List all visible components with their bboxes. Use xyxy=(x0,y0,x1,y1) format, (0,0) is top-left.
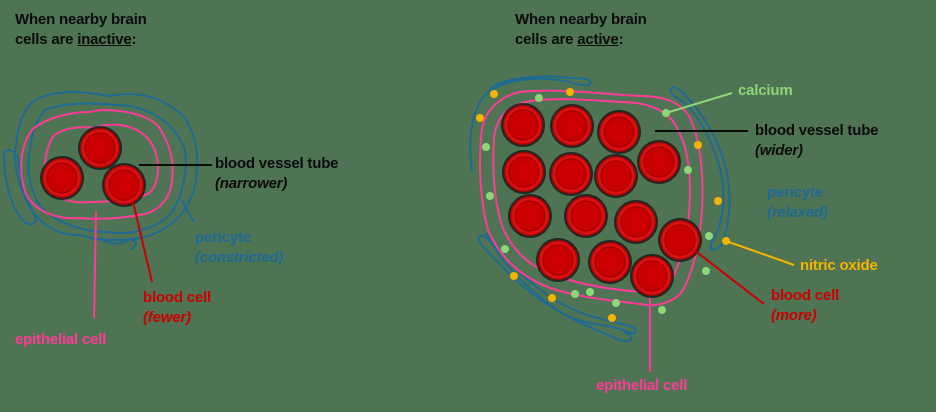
right-blood-cell-label: blood cell (more) xyxy=(771,287,840,324)
left-vessel-illustration xyxy=(2,91,212,319)
right-pericyte-label: pericyte (relaxed) xyxy=(767,184,828,221)
left-blood-cells xyxy=(39,125,147,208)
right-heading-line1: When nearby brain xyxy=(515,11,647,28)
right-vessel-state: (wider) xyxy=(755,142,803,159)
left-pericyte-outline xyxy=(2,91,199,251)
calcium-label: calcium xyxy=(738,82,793,99)
left-pericyte-label: pericyte (constricted) xyxy=(195,229,284,266)
calcium-leader xyxy=(665,92,733,114)
right-pericyte-state: (relaxed) xyxy=(767,204,828,221)
nitric-oxide-leader xyxy=(725,240,795,266)
left-pericyte-state: (constricted) xyxy=(195,249,284,266)
left-heading: When nearby brain cells are inactive: xyxy=(15,10,147,50)
left-epithelial-label: epithelial cell xyxy=(15,331,107,348)
left-blood-cell-state: (fewer) xyxy=(143,309,191,326)
right-blood-cell-state: (more) xyxy=(771,307,817,324)
left-blood-cell-leader xyxy=(132,201,153,283)
right-vessel-illustration xyxy=(469,75,795,372)
right-epithelial-label: epithelial cell xyxy=(596,377,688,394)
right-blood-cell-leader xyxy=(693,249,765,305)
nitric-oxide-dots xyxy=(476,88,730,322)
left-vessel-label: blood vessel tube (narrower) xyxy=(215,155,339,192)
left-blood-cell-label: blood cell (fewer) xyxy=(143,289,212,326)
nitric-oxide-label: nitric oxide xyxy=(800,257,878,274)
active-emphasis: active xyxy=(577,31,619,48)
right-heading-line2: cells are active: xyxy=(515,31,624,48)
right-vessel-label: blood vessel tube (wider) xyxy=(755,122,879,159)
right-heading: When nearby brain cells are active: xyxy=(515,10,647,50)
left-vessel-state: (narrower) xyxy=(215,175,288,192)
inactive-emphasis: inactive xyxy=(77,31,132,48)
right-blood-cells xyxy=(500,102,703,299)
left-heading-line2: cells are inactive: xyxy=(15,31,137,48)
left-heading-line1: When nearby brain xyxy=(15,11,147,28)
